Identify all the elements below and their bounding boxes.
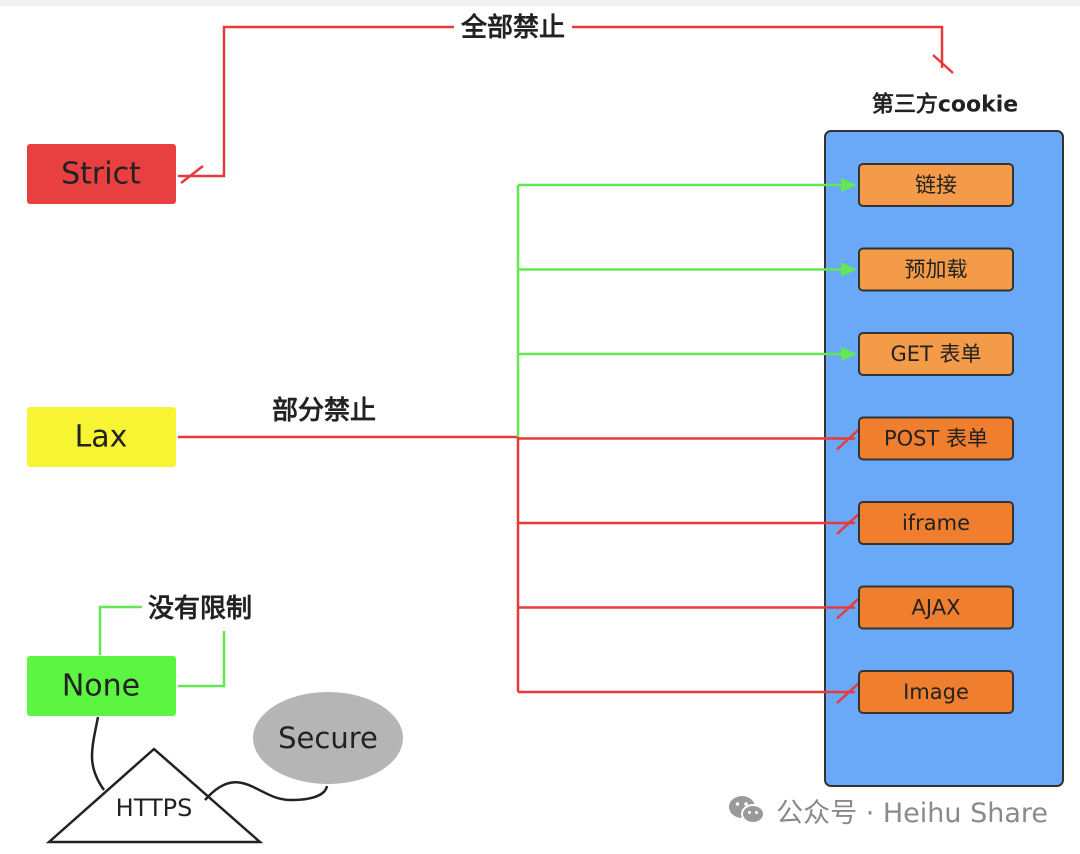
- block-mark: [836, 511, 862, 535]
- allow-arrowhead: [841, 262, 857, 277]
- third-party-title: 第三方cookie: [872, 92, 1018, 118]
- strict-connector: [178, 25, 944, 178]
- third-party-item-label: 预加载: [905, 258, 968, 282]
- lax-node: [27, 407, 176, 467]
- block-mark: [836, 595, 862, 620]
- none-node-label: None: [62, 669, 140, 704]
- secure-label: Secure: [278, 721, 378, 755]
- third-party-item-label: Image: [903, 680, 969, 704]
- none-connector: [98, 605, 226, 688]
- third-party-item-box: [858, 501, 1014, 545]
- strict-block-mark: [180, 165, 204, 184]
- third-party-item-box: [858, 585, 1014, 630]
- third-party-item-box: [858, 163, 1014, 207]
- allow-arrowhead: [841, 347, 857, 361]
- third-party-item-label: AJAX: [912, 596, 961, 620]
- third-party-item-box: [858, 670, 1014, 714]
- third-party-item-box: [858, 332, 1014, 376]
- https-label: HTTPS: [116, 794, 193, 822]
- strict-block-mark-end: [932, 54, 954, 74]
- third-party-item-label: iframe: [902, 511, 970, 535]
- third-party-item-box: [858, 247, 1014, 292]
- third-party-item-label: POST 表单: [884, 427, 988, 451]
- allow-arrowhead: [841, 178, 857, 192]
- none-edge-label: 没有限制: [148, 594, 252, 624]
- block-mark: [836, 680, 862, 704]
- lax-edge-label: 部分禁止: [272, 396, 376, 426]
- third-party-item-label: GET 表单: [890, 342, 981, 366]
- wechat-icon: [729, 796, 766, 824]
- top-edge-bar: [0, 0, 1080, 6]
- strict-edge-label: 全部禁止: [460, 12, 565, 43]
- third-party-item-box: [858, 416, 1014, 461]
- lax-connectors: [178, 178, 862, 704]
- https-triangle: [45, 747, 264, 844]
- none-https-curve: [90, 716, 106, 791]
- secure-ellipse: [253, 692, 403, 784]
- none-node: [27, 656, 176, 716]
- strict-node-label: Strict: [61, 157, 141, 192]
- lax-node-label: Lax: [75, 420, 128, 455]
- watermark: 公众号 · Heihu Share: [728, 788, 1048, 832]
- strict-node: [27, 144, 176, 204]
- third-party-item-label: 链接: [915, 173, 957, 197]
- watermark-text: 公众号 · Heihu Share: [776, 797, 1048, 829]
- block-mark: [836, 426, 862, 451]
- https-secure-curve: [204, 780, 329, 802]
